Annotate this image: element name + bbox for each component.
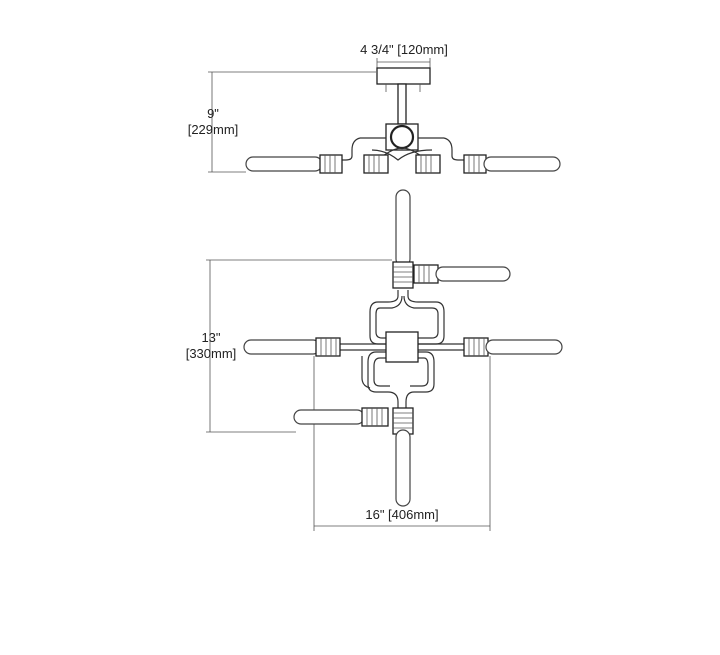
canopy-width-label: 4 3/4" [120mm] xyxy=(360,42,448,57)
height-mm-label: [229mm] xyxy=(188,122,239,137)
plan-socket-top xyxy=(392,261,414,289)
plan-bulb-top xyxy=(395,189,411,267)
plan-bulb-top-right xyxy=(435,266,511,282)
plan-view: 13" [330mm] 16" [406mm] xyxy=(186,189,563,531)
side-elevation: 4 3/4" [120mm] 9" [229mm] xyxy=(188,42,561,174)
side-socket-right xyxy=(463,154,487,174)
plan-socket-top-right xyxy=(413,264,439,284)
depth-dimension xyxy=(206,259,392,433)
width-label: 16" [406mm] xyxy=(365,507,438,522)
side-socket-left xyxy=(319,154,343,174)
side-socket-inner-right xyxy=(415,154,441,174)
side-stem xyxy=(397,83,407,125)
width-dimension xyxy=(313,356,491,531)
side-socket-inner-left xyxy=(363,154,389,174)
canopy-width-dimension xyxy=(376,58,431,68)
plan-socket-left xyxy=(315,337,341,357)
plan-socket-bottom xyxy=(392,407,414,435)
side-bulb-left xyxy=(245,156,323,172)
plan-bulb-left xyxy=(243,339,321,355)
plan-bulb-bottom-left xyxy=(293,409,365,425)
height-dimension xyxy=(208,71,376,173)
depth-mm-label: [330mm] xyxy=(186,346,237,361)
side-canopy xyxy=(376,67,431,85)
plan-hub xyxy=(385,331,419,363)
side-bulb-right xyxy=(483,156,561,172)
plan-socket-right xyxy=(463,337,489,357)
depth-inches-label: 13" xyxy=(201,330,220,345)
plan-socket-bottom-left xyxy=(361,407,389,427)
plan-bulb-right xyxy=(485,339,563,355)
height-inches-label: 9" xyxy=(207,106,219,121)
plan-bulb-bottom xyxy=(395,429,411,507)
